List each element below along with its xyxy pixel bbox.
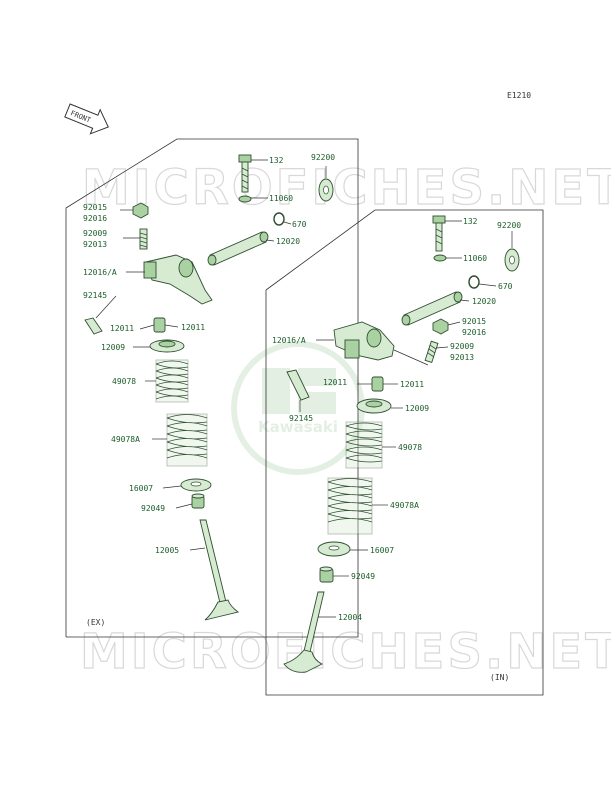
ex-label-nut: 92015 <box>83 203 107 212</box>
in-rocker-shaft <box>401 291 463 326</box>
in-spring-outer <box>345 421 383 469</box>
in-retainer <box>356 398 392 414</box>
in-label-oring-small: 11060 <box>463 254 487 263</box>
ex-rocker-arm <box>143 254 213 305</box>
ex-adjust-screw <box>139 228 148 250</box>
in-label-screw-b: 92013 <box>450 353 474 362</box>
ex-label-rocker-arm: 12016/A <box>83 268 117 277</box>
front-arrow-icon: FRONT <box>64 103 109 135</box>
ex-cotter <box>153 317 166 333</box>
ex-label-cotter-l: 12011 <box>110 324 134 333</box>
in-label-rocker-arm: 12016/A <box>272 336 306 345</box>
in-oring-670 <box>468 275 480 289</box>
ex-nut <box>132 202 149 219</box>
in-label-shaft: 12020 <box>472 297 496 306</box>
diagram-code: E1210 <box>507 91 531 100</box>
in-valve <box>283 591 325 673</box>
ex-label-bolt: 132 <box>269 156 284 165</box>
kawasaki-logo: Kawasaki <box>231 341 365 475</box>
in-label-cotter-l: 12011 <box>323 378 347 387</box>
in-label-spring-outer: 49078 <box>398 443 422 452</box>
in-bolt <box>432 215 446 252</box>
in-oring-small <box>433 254 447 262</box>
ex-valve-seal <box>191 493 205 509</box>
in-label-bolt: 132 <box>463 217 478 226</box>
ex-spring-seat <box>180 478 212 492</box>
ex-shim <box>84 317 103 335</box>
ex-label-spring-outer: 49078 <box>112 377 136 386</box>
in-label-spring-inner: 49078A <box>390 501 419 510</box>
ex-label-screw-b: 92013 <box>83 240 107 249</box>
ex-label-seal: 92049 <box>141 504 165 513</box>
in-label-shim: 92145 <box>289 414 313 423</box>
ex-label-retainer: 12009 <box>101 343 125 352</box>
in-label-seat: 16007 <box>370 546 394 555</box>
in-label-oring-670: 670 <box>498 282 513 291</box>
ex-label-shaft: 12020 <box>276 237 300 246</box>
in-spring-seat <box>317 541 351 557</box>
watermark-bottom: MICROFICHES.NET <box>80 624 611 680</box>
ex-spring-inner <box>166 413 208 467</box>
in-label-cotter-r: 12011 <box>400 380 424 389</box>
ex-label-screw: 92009 <box>83 229 107 238</box>
ex-retainer <box>149 339 185 353</box>
in-shim <box>286 369 310 401</box>
ex-spring-outer <box>155 359 189 403</box>
in-label-screw: 92009 <box>450 342 474 351</box>
in-spring-inner <box>327 477 373 535</box>
ex-valve <box>199 519 240 621</box>
ex-label-nut-b: 92016 <box>83 214 107 223</box>
ex-label-valve: 12005 <box>155 546 179 555</box>
ex-oring-670 <box>273 212 285 226</box>
ex-oring-small <box>238 195 252 203</box>
intake-group: (IN) 132 92200 11060 670 12020 <box>265 209 544 696</box>
in-label-nut: 92015 <box>462 317 486 326</box>
ex-label-seat: 16007 <box>129 484 153 493</box>
svg-text:Kawasaki: Kawasaki <box>258 418 338 436</box>
watermark-top: MICROFICHES.NET <box>82 160 611 216</box>
exhaust-caption: (EX) <box>86 618 105 627</box>
ex-rocker-shaft <box>207 231 269 266</box>
ex-label-shim: 92145 <box>83 291 107 300</box>
in-label-seal: 92049 <box>351 572 375 581</box>
ex-bolt <box>238 154 252 193</box>
in-rocker-arm <box>333 321 395 361</box>
in-label-nut-b: 92016 <box>462 328 486 337</box>
ex-label-oring-small: 11060 <box>269 194 293 203</box>
in-label-washer-large: 92200 <box>497 221 521 230</box>
intake-caption: (IN) <box>490 673 509 682</box>
ex-label-washer-large: 92200 <box>311 153 335 162</box>
in-valve-seal <box>319 566 334 583</box>
in-label-retainer: 12009 <box>405 404 429 413</box>
ex-label-cotter-r: 12011 <box>181 323 205 332</box>
in-adjust-screw <box>424 340 439 364</box>
ex-label-spring-inner: 49078A <box>111 435 140 444</box>
ex-label-oring-670: 670 <box>292 220 307 229</box>
in-label-valve: 12004 <box>338 613 362 622</box>
in-cotter <box>371 376 384 392</box>
in-nut <box>432 318 449 335</box>
